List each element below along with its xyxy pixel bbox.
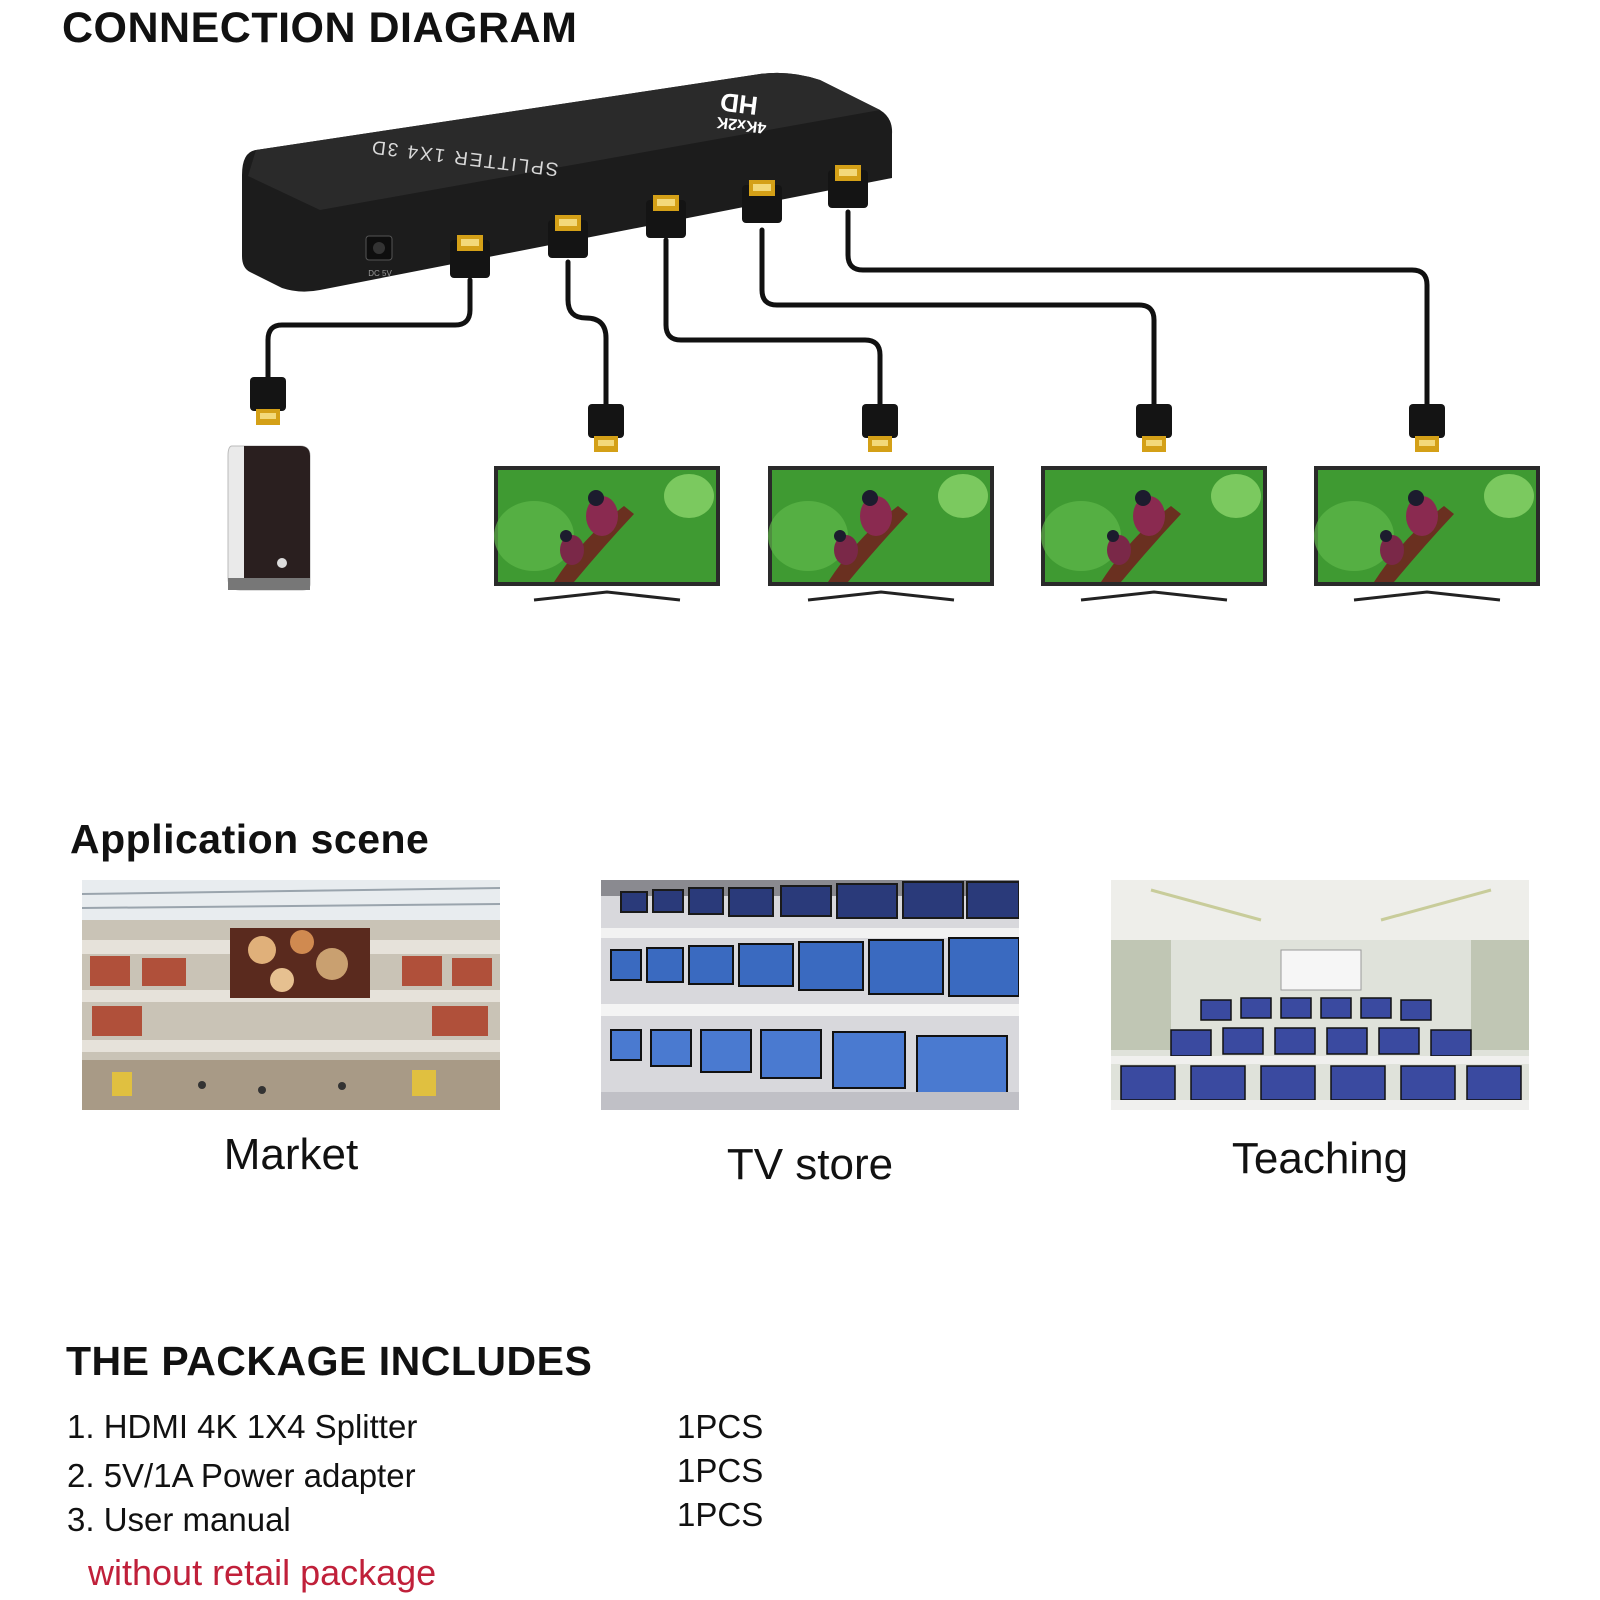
splitter-hdmi-connectors <box>450 165 868 278</box>
package-item-qty: 1PCS <box>677 1496 764 1533</box>
display-hdmi-connectors <box>250 377 1445 452</box>
tv-displays <box>494 466 1540 602</box>
scene-label-teaching: Teaching <box>1231 1134 1409 1183</box>
shopping-mall-photo <box>82 880 500 1110</box>
splitter-device: SPLITTER 1X4 3D HD 4Kx2K DC 5V <box>242 72 893 292</box>
scene-label-market: Market <box>223 1130 359 1179</box>
classroom-photo <box>1111 880 1529 1110</box>
power-port-label: DC 5V <box>368 269 392 278</box>
connection-diagram-title: CONNECTION DIAGRAM <box>62 4 578 52</box>
retail-package-note: without retail package <box>88 1552 437 1593</box>
package-item-name: 2. 5V/1A Power adapter <box>67 1457 416 1494</box>
hdmi-cables <box>265 209 1430 408</box>
package-item-name: 1. HDMI 4K 1X4 Splitter <box>67 1408 418 1445</box>
connection-diagram: SPLITTER 1X4 3D HD 4Kx2K DC 5V <box>227 72 1540 602</box>
package-item-qty: 1PCS <box>677 1408 764 1445</box>
package-includes-title: THE PACKAGE INCLUDES <box>66 1338 593 1384</box>
package-item-name: 3. User manual <box>67 1501 291 1538</box>
scene-label-tv-store: TV store <box>726 1140 894 1189</box>
tv-store-photo <box>601 880 1019 1110</box>
device-badge-4k: 4Kx2K <box>715 113 767 136</box>
package-item-qty: 1PCS <box>677 1452 764 1489</box>
source-device-icon <box>227 445 311 591</box>
application-scene-title: Application scene <box>70 816 430 862</box>
device-badge-hd: HD <box>718 87 759 121</box>
